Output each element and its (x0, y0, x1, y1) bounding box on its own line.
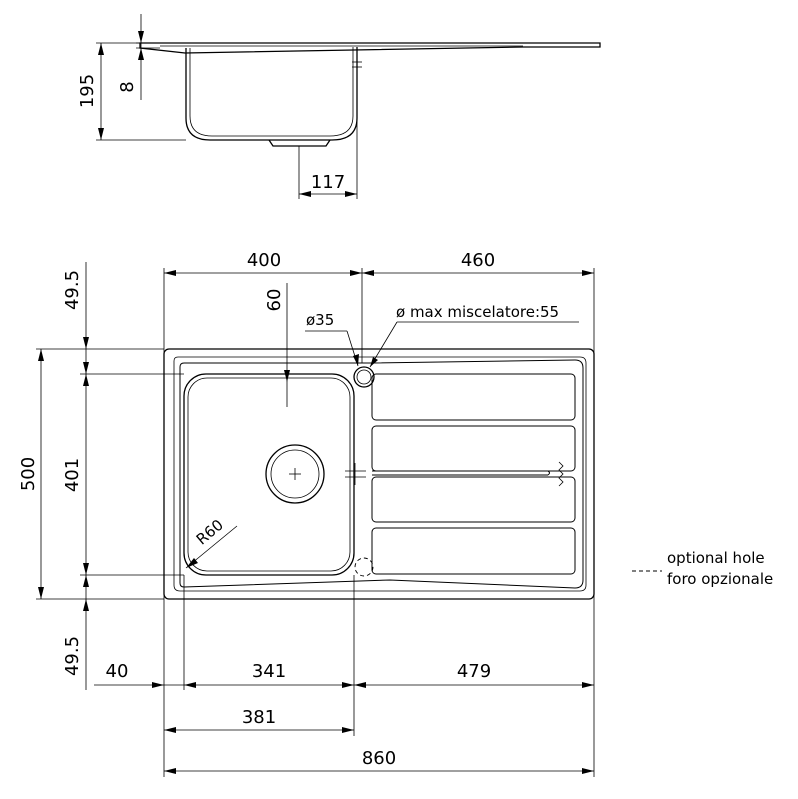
side-bowl-profile (185, 47, 358, 141)
dim-bowl-height: 401 (62, 458, 83, 492)
dim-margin-top: 49.5 (62, 270, 83, 310)
legend-text-it: foro opzionale (667, 570, 773, 588)
dim-bowl-zone-width: 381 (242, 707, 276, 728)
dim-bowl-width: 341 (252, 661, 286, 682)
dim-bowl-zone: 400 (247, 250, 281, 271)
tap-hole (353, 366, 375, 388)
bowl (183, 373, 355, 576)
side-view: 195 8 117 (77, 14, 601, 199)
drain-outer (265, 444, 325, 504)
label-mixer-max: ø max miscelatore:55 (396, 303, 559, 321)
drainer-groove-4 (371, 527, 576, 575)
dim-overall-height: 500 (18, 457, 39, 491)
dim-drainer-width: 479 (457, 661, 491, 682)
side-rim (139, 42, 601, 54)
dim-margin-left: 40 (106, 661, 129, 682)
drainer-groove-3 (371, 476, 576, 523)
side-drain-stub (268, 139, 331, 147)
dim-overall-width: 860 (362, 748, 396, 769)
dim-side-height: 195 (77, 74, 98, 108)
dim-drainer-zone: 460 (461, 250, 495, 271)
dim-drain-offset: 117 (311, 172, 345, 193)
drainer-groove-1 (371, 373, 576, 421)
legend-optional-hole: optional hole foro opzionale (632, 549, 773, 588)
dim-margin-bottom: 49.5 (62, 636, 83, 676)
dim-rim-thickness: 8 (117, 81, 138, 92)
top-view: R60 60 ø35 ø max miscelatore:55 400 460 (18, 250, 595, 777)
drainer-groove-2 (371, 425, 576, 472)
optional-hole (354, 557, 374, 577)
sink-outline (163, 348, 595, 600)
label-bowl-radius: R60 (193, 516, 227, 549)
label-tap-hole-diameter: ø35 (306, 311, 334, 329)
legend-text-en: optional hole (667, 549, 765, 567)
dim-tap-offset: 60 (264, 289, 285, 312)
